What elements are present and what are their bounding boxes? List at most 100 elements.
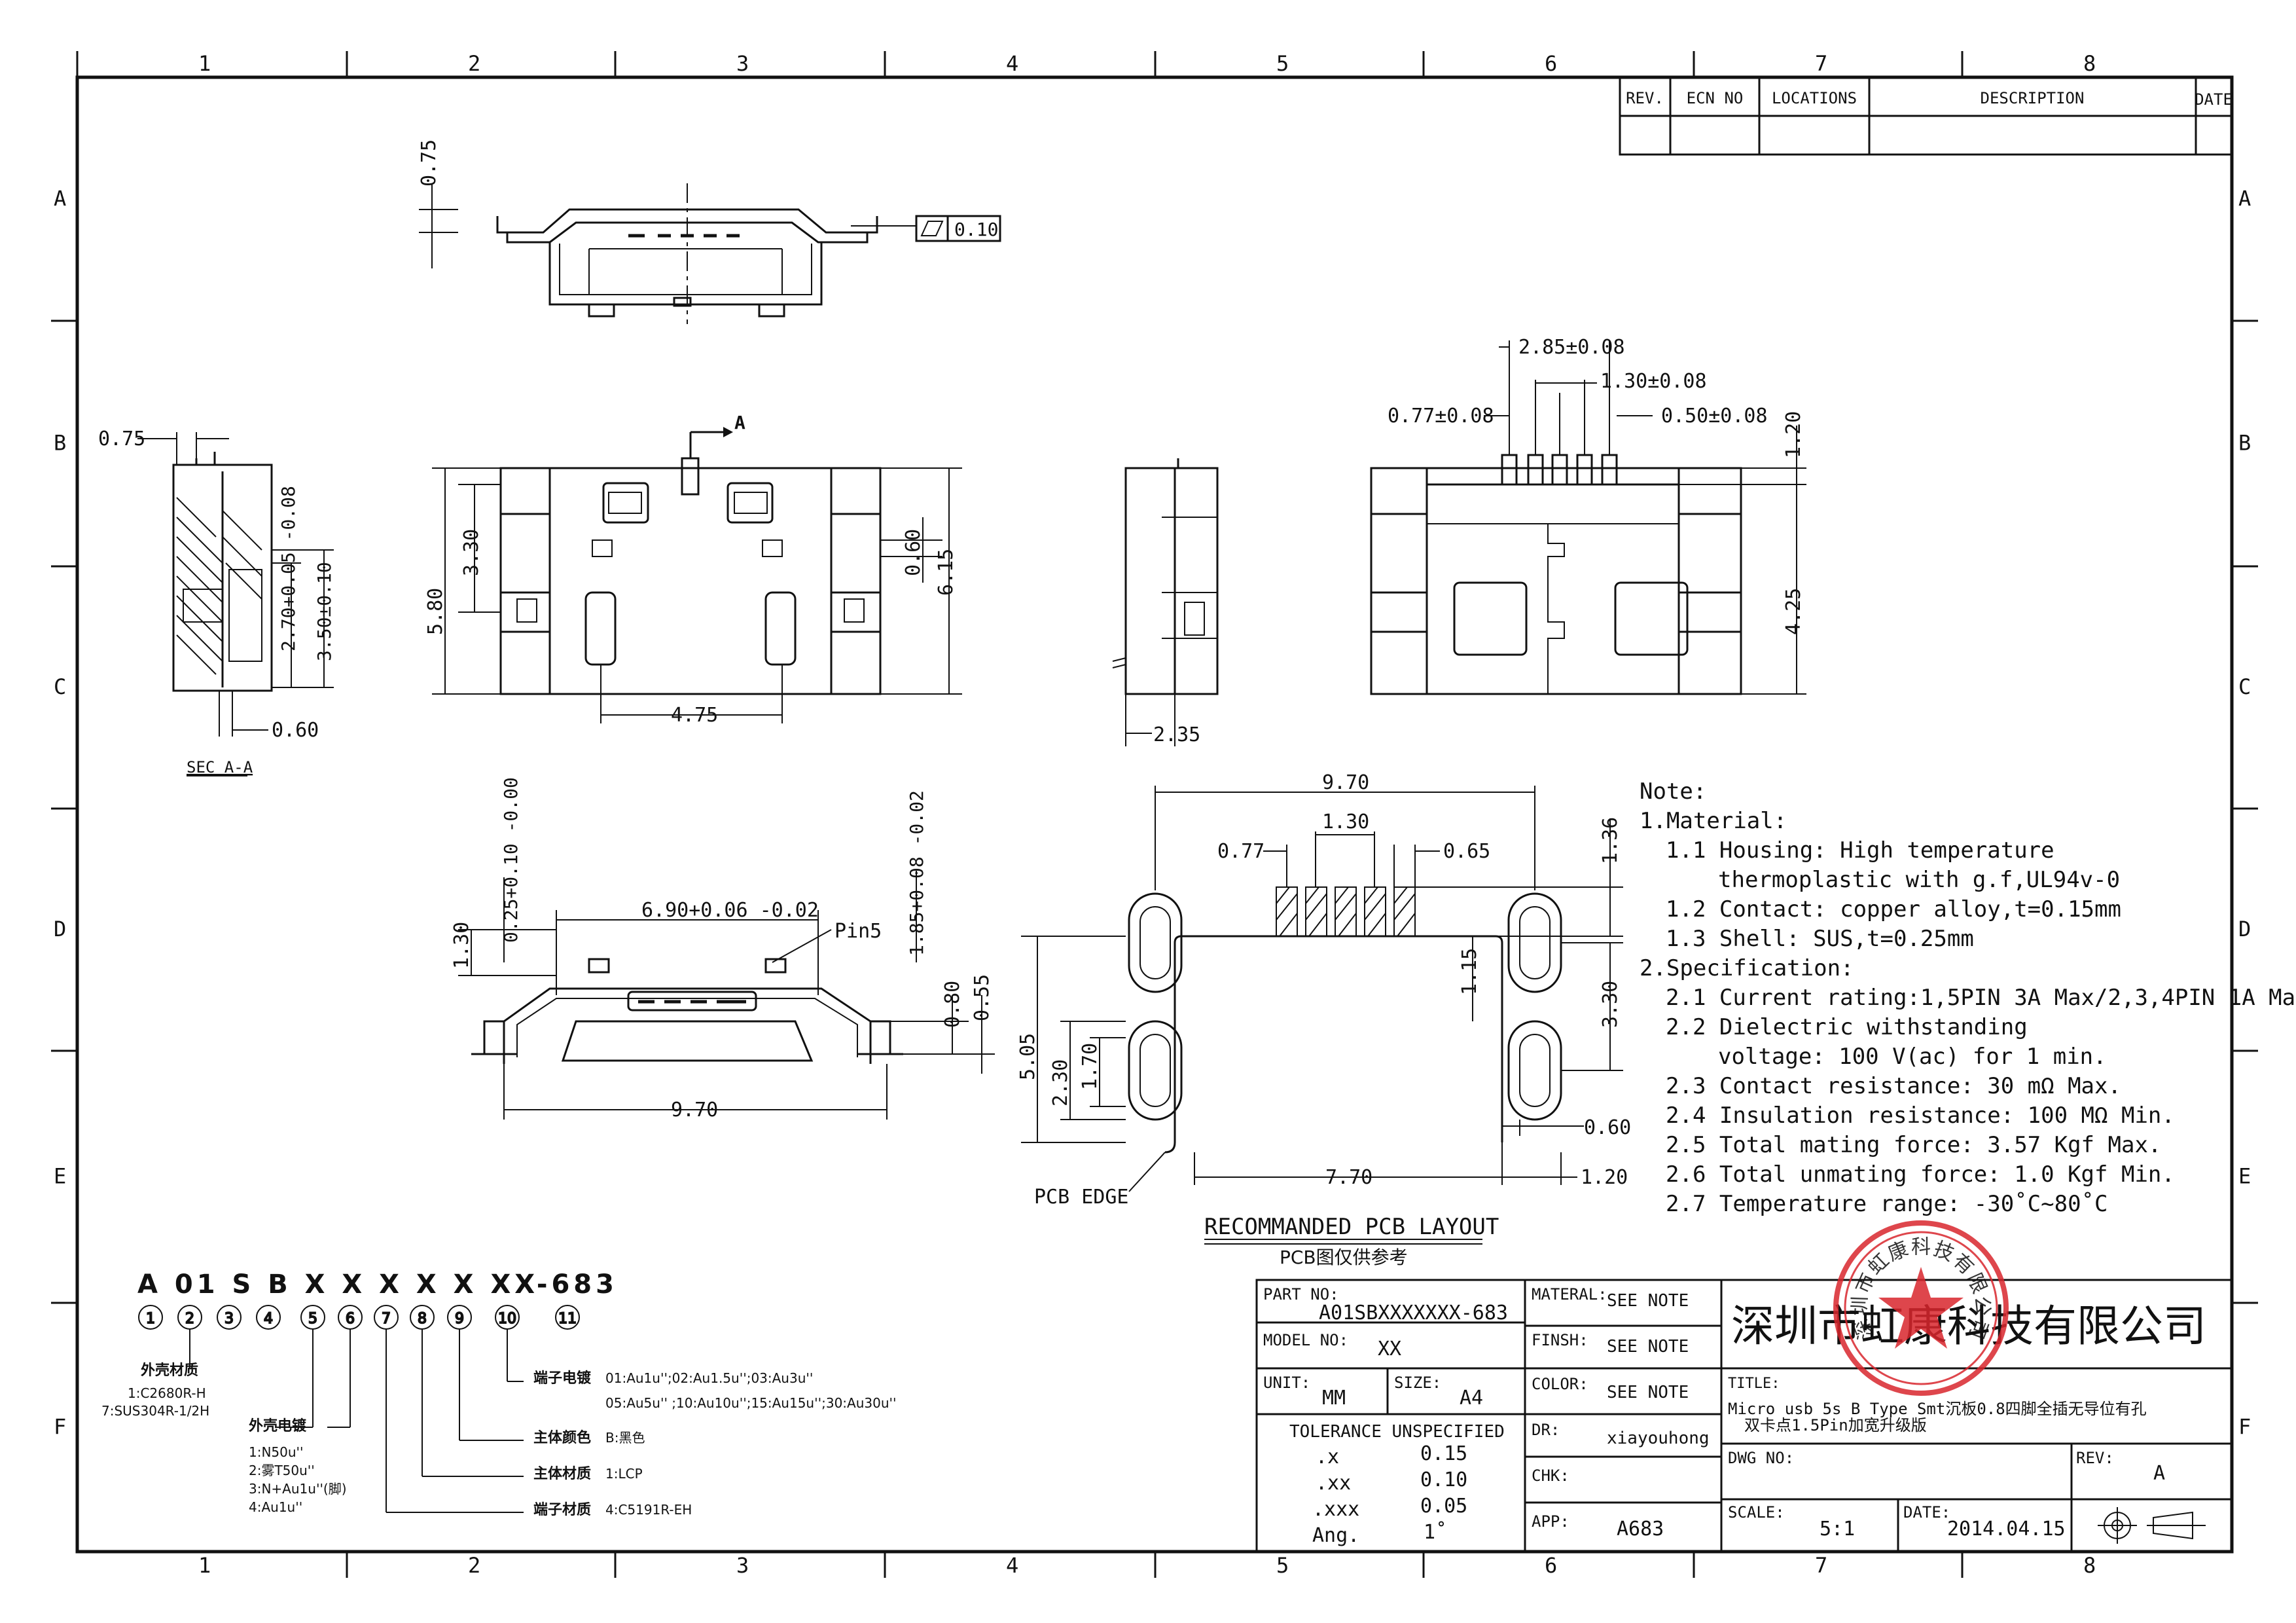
dr-label: DR: [1532,1421,1560,1439]
pcb-dim-770: 7.70 [1325,1166,1372,1189]
end-dim-025: 0.25+0.10 -0.00 [500,777,522,943]
date-value: 2014.04.15 [1947,1518,2066,1541]
bottom-dim-120: 1.20 [1782,411,1805,458]
row-label-right-C: C [2238,674,2251,699]
body-material-title: 主体材质 [533,1466,591,1482]
end-dim-080: 0.80 [941,981,964,1028]
note-line-8: 2.2 Dielectric withstanding [1666,1014,2028,1040]
title-label: TITLE: [1728,1376,1780,1392]
size-value: A4 [1460,1387,1483,1410]
note-line-5: 1.3 Shell: SUS,t=0.25mm [1666,926,1974,952]
code-circle-num-11: 11 [558,1311,577,1327]
scale-label: SCALE: [1728,1503,1785,1522]
code-circle-num-2: 2 [185,1311,194,1327]
col-label-bottom-8: 8 [2083,1553,2096,1578]
col-label-bottom-2: 2 [468,1553,480,1578]
rev-header-date: DATE [2195,90,2233,109]
row-label-left-E: E [54,1164,66,1189]
front-dim-580: 5.80 [424,588,447,635]
col-label-top-2: 2 [468,51,480,76]
stamp-char: 圳 [1848,1296,1872,1316]
end-view: 1.30 0.25+0.10 -0.00 6.90+0.06 -0.02 Pin… [450,777,995,1122]
side-view: 2.35 [1112,458,1219,746]
end-dim-185: 1.85+0.08 -0.02 [906,790,927,956]
tol-ang-value: 1˚ [1424,1521,1447,1544]
title-line-1: Micro usb 5s B Type Smt沉板0.8四脚全插无导位有孔 [1728,1400,2147,1418]
col-label-top-6: 6 [1545,51,1557,76]
terminal-plating-title: 端子电镀 [533,1370,592,1387]
row-label-right-F: F [2238,1414,2251,1439]
code-circle-4 [256,1305,281,1330]
dwg-no-label: DWG NO: [1728,1449,1794,1467]
finish-label: FINSH: [1532,1331,1588,1349]
shell-material-opt-1: 7:SUS304R-1/2H [101,1403,209,1419]
tol-xxx-value: 0.05 [1420,1495,1467,1518]
code-circle-num-3: 3 [224,1311,234,1327]
bottom-view: 2.85±0.08 1.30±0.08 0.77±0.08 0.50±0.08 … [1370,336,1806,695]
bottom-dim-050: 0.50±0.08 [1661,405,1768,428]
title-line-2: 双卡点1.5Pin加宽升级版 [1744,1416,1927,1434]
flatness-value: 0.10 [954,219,998,240]
note-line-12: 2.5 Total mating force: 3.57 Kgf Max. [1666,1132,2161,1158]
pcb-dim-120: 1.20 [1581,1166,1628,1189]
col-label-bottom-4: 4 [1006,1553,1018,1578]
row-label-left-D: D [54,917,66,941]
note-line-11: 2.4 Insulation resistance: 100 MΩ Min. [1666,1103,2175,1129]
tol-xx-label: .xx [1316,1472,1351,1495]
code-circle-num-8: 8 [418,1311,427,1327]
pcb-dim-230: 2.30 [1049,1059,1072,1106]
code-circle-1 [138,1305,163,1330]
code-circle-num-7: 7 [382,1311,391,1327]
note-line-9: voltage: 100 V(ac) for 1 min. [1718,1044,2107,1070]
pcb-dim-060: 0.60 [1584,1116,1631,1139]
row-label-right-B: B [2238,431,2251,456]
code-circle-num-5: 5 [308,1311,317,1327]
section-view: 0.75 2.70+0.05 -0.08 3.50±0.10 0.60 SEC … [98,428,335,776]
pcb-dim-077: 0.77 [1217,840,1265,863]
pcb-layout: 9.70 1.30 0.77 0.65 1.36 1.15 3.30 5.05 … [1016,771,1631,1268]
bottom-dim-077: 0.77±0.08 [1388,405,1494,428]
rev-label: REV: [2076,1449,2114,1467]
projection-symbol-icon [2098,1507,2206,1544]
material-label: MATERAL: [1532,1285,1607,1304]
front-dim-475: 4.75 [671,704,718,727]
front-dim-615: 6.15 [935,549,958,596]
part-no-label: PART NO: [1263,1285,1339,1304]
row-label-right-E: E [2238,1164,2251,1189]
sec-dim-270: 2.70+0.05 -0.08 [278,486,299,651]
sec-dim-075: 0.75 [98,428,145,450]
body-color-title: 主体颜色 [533,1429,591,1446]
bottom-dim-285: 2.85±0.08 [1518,336,1625,359]
pcb-dim-130: 1.30 [1322,811,1369,833]
sec-dim-350: 3.50±0.10 [314,562,335,661]
note-line-6: 2.Specification: [1640,955,1854,981]
front-view: A 5.80 3.30 4.75 0.60 6.15 [424,412,962,727]
tol-ang-label: Ang. [1312,1524,1359,1547]
end-dim-055: 0.55 [971,974,994,1021]
unit-label: UNIT: [1263,1374,1310,1392]
pcb-dim-505: 5.05 [1016,1033,1039,1080]
bottom-dim-425: 4.25 [1782,588,1805,635]
color-value: SEE NOTE [1607,1383,1689,1402]
material-value: SEE NOTE [1607,1291,1689,1311]
pcb-dim-065: 0.65 [1443,840,1490,863]
col-label-bottom-3: 3 [736,1553,749,1578]
col-label-top-7: 7 [1815,51,1827,76]
company-name: 深圳市虹康科技有限公司 [1731,1301,2206,1351]
col-label-top-8: 8 [2083,51,2096,76]
front-dim-330: 3.30 [460,529,483,576]
revision-table: REV. ECN NO LOCATIONS DESCRIPTION DATE [1619,76,2233,156]
end-dim-690: 6.90+0.06 -0.02 [641,899,819,922]
row-label-left-B: B [54,431,66,456]
top-dim-075: 0.75 [418,139,440,187]
unit-value: MM [1322,1387,1346,1410]
dr-value: xiayouhong [1607,1429,1710,1448]
pcb-layout-title: RECOMMANDED PCB LAYOUT [1204,1214,1499,1240]
rev-header-rev: REV. [1626,89,1664,107]
sec-dim-060: 0.60 [272,719,319,742]
code-circle-num-10: 10 [498,1311,516,1327]
rev-value: A [2153,1462,2165,1485]
tol-x-label: .x [1316,1446,1339,1468]
